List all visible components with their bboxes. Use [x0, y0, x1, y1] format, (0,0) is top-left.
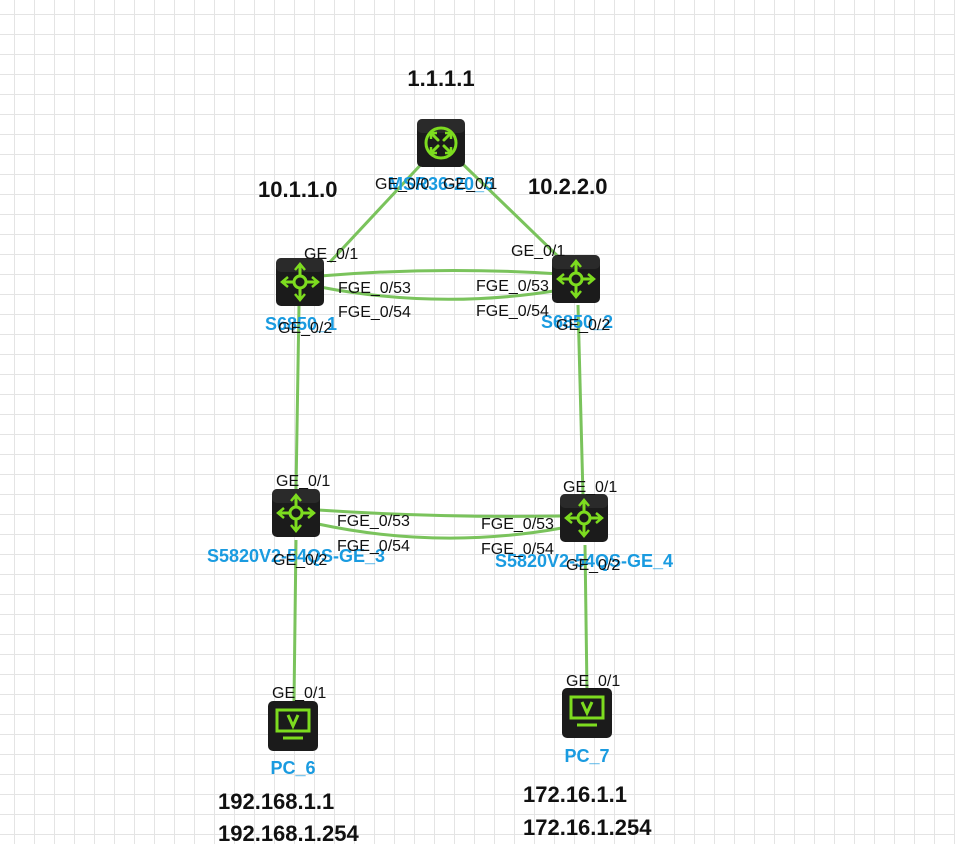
s5820-4-name-label: S5820V2-54QS-GE_4 — [495, 551, 673, 571]
pc-icon — [266, 699, 320, 753]
link-s3-s4-fge054[interactable] — [317, 522, 563, 540]
l3-switch-icon — [270, 487, 322, 539]
s1-ge01-port-label: GE_0/1 — [304, 246, 358, 263]
s5820-3-name-label: S5820V2-54QS-GE_3 — [207, 546, 385, 566]
switch-s6850-1[interactable] — [274, 256, 326, 308]
router-ge01-port-label: GE_0/1 — [443, 176, 497, 193]
s3-fge054-port-label: FGE_0/54 — [337, 538, 410, 555]
pc-7[interactable] — [560, 686, 614, 740]
s6850-1-name-label: S6850_1 — [265, 314, 337, 334]
link-s1-s3[interactable] — [294, 304, 301, 491]
l3-switch-icon — [274, 256, 326, 308]
pc-icon — [560, 686, 614, 740]
pc6-ge01-port-label: GE_0/1 — [272, 685, 326, 702]
link-s1-s2-fge053[interactable] — [319, 268, 561, 278]
s1-fge054-port-label: FGE_0/54 — [338, 304, 411, 321]
s4-ge02-port-label: GE_0/2 — [566, 557, 620, 574]
link-s2-s4[interactable] — [576, 304, 585, 497]
router-name-label: MSR36-20_5 — [388, 174, 494, 194]
s6850-2-name-label: S6850_2 — [541, 312, 613, 332]
s2-fge053-port-label: FGE_0/53 — [476, 278, 549, 295]
s3-ge02-port-label: GE_0/2 — [273, 552, 327, 569]
s3-fge053-port-label: FGE_0/53 — [337, 513, 410, 530]
right-network-label: 10.2.2.0 — [528, 174, 608, 199]
pc7-gateway-label: 172.16.1.254 — [523, 815, 652, 840]
link-s4-pc7[interactable] — [583, 544, 589, 693]
switch-s5820-3[interactable] — [270, 487, 322, 539]
s1-ge02-port-label: GE_0/2 — [278, 320, 332, 337]
switch-s6850-2[interactable] — [550, 253, 602, 305]
s4-ge01-port-label: GE_0/1 — [563, 479, 617, 496]
s2-ge01-port-label: GE_0/1 — [511, 243, 565, 260]
pc6-name-label: PC_6 — [270, 758, 315, 778]
s2-ge02-port-label: GE_0/2 — [556, 317, 610, 334]
switch-s5820-4[interactable] — [558, 492, 610, 544]
l3-switch-icon — [550, 253, 602, 305]
s4-fge053-port-label: FGE_0/53 — [481, 516, 554, 533]
router-loopback-label: 1.1.1.1 — [407, 66, 474, 91]
pc6-ip-label: 192.168.1.1 — [218, 789, 334, 814]
link-s1-s2-fge054[interactable] — [319, 285, 561, 301]
l3-switch-icon — [558, 492, 610, 544]
router-icon — [415, 117, 467, 169]
router-ge00-port-label: GE_0/0 — [375, 176, 429, 193]
s4-fge054-port-label: FGE_0/54 — [481, 541, 554, 558]
pc-6[interactable] — [266, 699, 320, 753]
pc7-ge01-port-label: GE_0/1 — [566, 673, 620, 690]
s3-ge01-port-label: GE_0/1 — [276, 473, 330, 490]
s2-fge054-port-label: FGE_0/54 — [476, 303, 549, 320]
left-network-label: 10.1.1.0 — [258, 177, 338, 202]
link-s3-pc6[interactable] — [292, 539, 298, 703]
pc6-gateway-label: 192.168.1.254 — [218, 821, 359, 844]
pc7-ip-label: 172.16.1.1 — [523, 782, 627, 807]
pc7-name-label: PC_7 — [564, 746, 609, 766]
link-s3-s4-fge053[interactable] — [317, 508, 563, 518]
router-msr36-20-5[interactable] — [415, 117, 467, 169]
s1-fge053-port-label: FGE_0/53 — [338, 280, 411, 297]
